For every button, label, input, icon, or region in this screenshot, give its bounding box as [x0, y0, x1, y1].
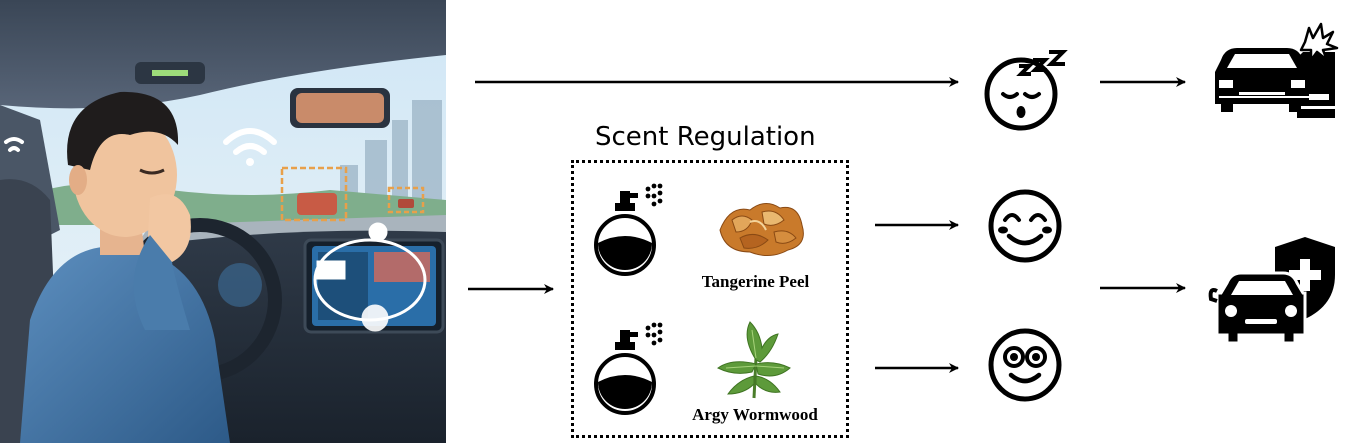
detection-box-2 — [387, 186, 425, 214]
argy-wormwood-image — [712, 318, 796, 404]
car-crash-icon — [1205, 20, 1340, 125]
scent-regulation-box — [571, 160, 849, 438]
perfume-bottle-icon-2 — [593, 322, 673, 422]
sleepy-face-icon — [983, 46, 1073, 136]
driver-scene-illustration — [0, 0, 446, 443]
car-safety-shield-icon — [1205, 235, 1340, 350]
driver-hand — [148, 194, 191, 262]
perfume-bottle-icon — [593, 183, 673, 283]
smiling-face-icon — [985, 186, 1065, 266]
argy-wormwood-label: Argy Wormwood — [692, 405, 818, 424]
connected-network-overlay — [313, 222, 427, 332]
tangerine-peel-image — [710, 190, 810, 262]
wifi-icon — [223, 128, 277, 166]
alert-face-icon — [985, 325, 1065, 405]
skyline — [340, 100, 442, 210]
wifi-small-icon — [4, 137, 24, 152]
detection-box-1 — [280, 166, 348, 222]
scent-regulation-title: Scent Regulation — [595, 122, 816, 152]
tangerine-peel-label: Tangerine Peel — [701, 272, 810, 291]
